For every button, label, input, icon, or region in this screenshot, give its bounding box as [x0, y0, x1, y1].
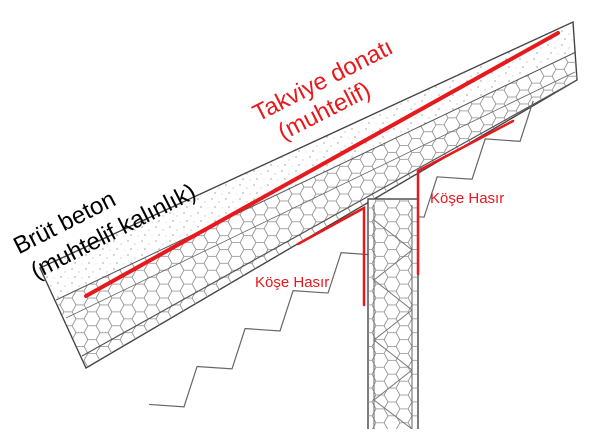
top-reinforcement-bar	[84, 31, 560, 298]
label-corner-mesh-right: Köşe Hasır	[430, 190, 504, 207]
slab-truss	[149, 100, 534, 408]
reinforcement-bars	[84, 31, 560, 307]
concrete-layer	[40, 22, 576, 300]
corner-mesh-left-bar	[296, 205, 366, 307]
corner-mesh-right-bar	[416, 119, 515, 276]
inclined-slab	[39, 20, 578, 408]
label-corner-mesh-left: Köşe Hasır	[255, 274, 329, 291]
slab-mesh-core	[56, 52, 577, 368]
vertical-wall	[367, 198, 419, 432]
